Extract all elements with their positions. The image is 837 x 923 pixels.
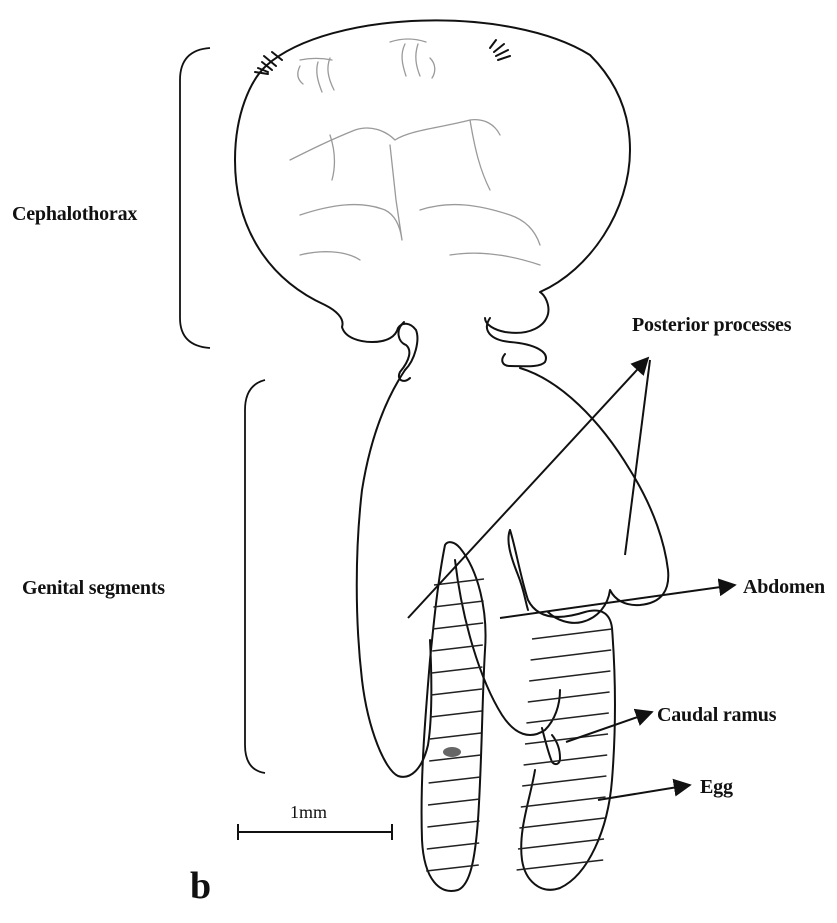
egg-segment-line	[528, 692, 610, 702]
label-caudal-ramus: Caudal ramus	[657, 704, 777, 726]
cephalothorax-outline	[235, 20, 630, 370]
egg-segment-line	[531, 650, 612, 660]
egg-segment-line	[432, 667, 483, 673]
label-posterior-processes: Posterior processes	[632, 314, 792, 336]
right-egg-string	[508, 530, 615, 890]
egg-segment-line	[524, 755, 608, 765]
egg-segment-line	[430, 733, 481, 739]
genital-segment-left-lobe	[357, 370, 432, 777]
egg-segment-line	[432, 645, 483, 651]
egg-segment-line	[433, 601, 483, 607]
egg-segment-line	[428, 799, 480, 805]
label-egg: Egg	[700, 776, 733, 798]
egg-segment-line	[519, 818, 604, 828]
cephalothorax-bracket	[180, 48, 210, 348]
egg-segment-line	[522, 776, 606, 786]
egg-segment-line	[532, 629, 612, 639]
egg-dark-spot	[443, 747, 461, 757]
egg-segment-line	[529, 671, 610, 681]
egg-segment-line	[517, 860, 604, 870]
caudal-ramus-shape	[542, 728, 560, 764]
egg-segment-line	[427, 843, 479, 849]
genital-segment-right-lobe	[520, 368, 668, 623]
label-abdomen: Abdomen	[743, 576, 825, 598]
egg-segment-line	[431, 689, 482, 695]
egg-segment-line	[518, 839, 604, 849]
label-genital-segments: Genital segments	[22, 577, 165, 599]
right-mouthpart	[390, 39, 435, 78]
posterior-processes-arrow-right	[625, 360, 650, 555]
neck-right-lobe	[487, 318, 546, 366]
egg-segment-line	[427, 821, 479, 827]
egg-segment-line	[430, 711, 481, 717]
egg-segment-line	[429, 777, 481, 783]
abdomen-lobe	[455, 560, 560, 735]
left-egg-string	[422, 542, 486, 891]
abdomen-arrow	[500, 585, 735, 618]
egg-segment-line	[526, 713, 608, 723]
scale-bar: 1mm	[238, 802, 392, 840]
egg-segment-line	[433, 623, 483, 629]
label-cephalothorax: Cephalothorax	[12, 203, 137, 225]
egg-segment-line	[521, 797, 606, 807]
right-antenna	[490, 40, 510, 60]
posterior-processes-arrow-left	[408, 358, 648, 618]
panel-label: b	[190, 865, 211, 907]
cephalothorax-inner-lines	[290, 120, 540, 265]
left-mouthpart	[298, 58, 334, 92]
scale-bar-label: 1mm	[290, 802, 327, 822]
genital-segments-bracket	[245, 380, 265, 773]
